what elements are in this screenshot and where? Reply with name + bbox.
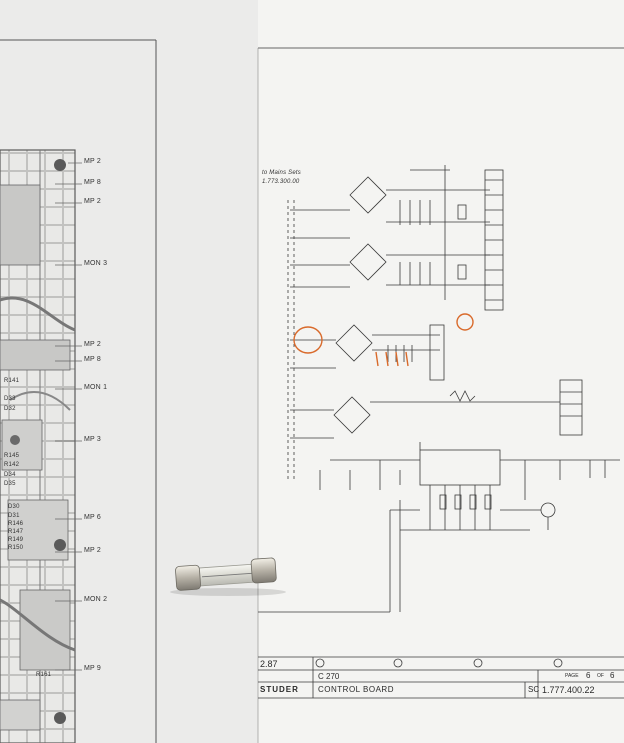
drawing-number: 1.777.400.22 bbox=[542, 685, 595, 695]
pcb-label-mp9: MP 9 bbox=[84, 665, 102, 672]
pcb-label-mp2: MP 2 bbox=[84, 158, 102, 165]
pcb-component-label: D33 bbox=[4, 396, 16, 402]
pcb-layout-sheet bbox=[0, 0, 258, 743]
fuse-end-cap-right bbox=[250, 557, 277, 584]
fuse-end-cap-left bbox=[175, 564, 201, 591]
bridge-rectifier-1 bbox=[349, 176, 387, 214]
pcb-label-mon3: MON 3 bbox=[84, 260, 108, 267]
pcb-component-label: R145 bbox=[4, 453, 20, 459]
pcb-component-label: D30 bbox=[8, 504, 20, 510]
pcb-label-mon2: MON 2 bbox=[84, 596, 108, 603]
title-block bbox=[258, 656, 624, 699]
pcb-component-label: R161 bbox=[36, 672, 52, 678]
pcb-component-label: R146 bbox=[8, 521, 24, 527]
pcb-label-mp6: MP 6 bbox=[84, 514, 102, 521]
brand-logo: STUDER bbox=[260, 685, 299, 694]
mains-ref: 1.773.300.00 bbox=[262, 179, 300, 185]
board-title: CONTROL BOARD bbox=[318, 685, 394, 694]
pcb-component-label: D32 bbox=[4, 406, 16, 412]
glass-fuse bbox=[170, 557, 286, 596]
rev-date: 2.87 bbox=[260, 659, 278, 669]
pcb-label-mon1: MON 1 bbox=[84, 384, 108, 391]
pcb-component-label: D35 bbox=[4, 481, 16, 487]
pcb-label-mp8: MP 8 bbox=[84, 356, 102, 363]
pcb-label-mp2: MP 2 bbox=[84, 547, 102, 554]
bridge-rectifier-4 bbox=[333, 396, 371, 434]
bridge-rectifier-2 bbox=[349, 243, 387, 281]
schematic-sheet bbox=[257, 0, 624, 743]
pcb-label-mp2: MP 2 bbox=[84, 341, 102, 348]
pcb-component-label: R150 bbox=[8, 545, 24, 551]
pcb-component-label: R141 bbox=[4, 378, 20, 384]
mains-note: to Mains Sets bbox=[262, 170, 301, 176]
pcb-component-label: R142 bbox=[4, 462, 20, 468]
pcb-component-label: R149 bbox=[8, 537, 24, 543]
of-label: OF bbox=[597, 673, 604, 679]
sc-label: SC bbox=[528, 685, 540, 694]
pcb-component-label: R147 bbox=[8, 529, 24, 535]
pcb-label-mp3: MP 3 bbox=[84, 436, 102, 443]
pcb-component-label: D34 bbox=[4, 472, 16, 478]
model-number: C 270 bbox=[318, 672, 340, 681]
page-number: 6 bbox=[586, 671, 591, 680]
page-label: PAGE bbox=[565, 673, 579, 679]
pcb-component-label: D31 bbox=[8, 513, 20, 519]
handwritten-annotations bbox=[293, 313, 474, 367]
page-total: 6 bbox=[610, 671, 615, 680]
bridge-rectifier-3 bbox=[335, 324, 373, 362]
pcb-label-mp2: MP 2 bbox=[84, 198, 102, 205]
pcb-label-mp8: MP 8 bbox=[84, 179, 102, 186]
